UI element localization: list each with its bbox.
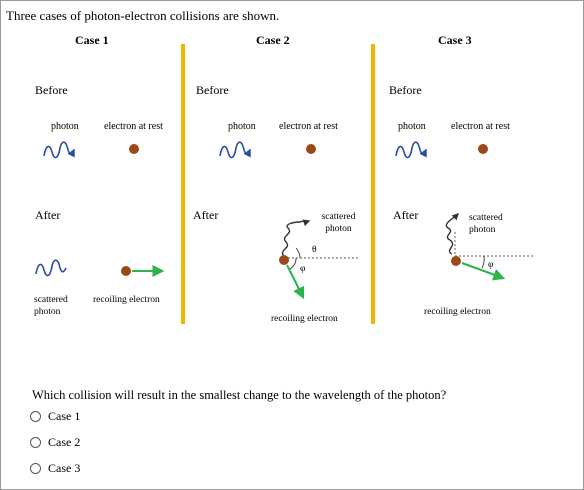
case-3-incident-photon-icon: [395, 141, 427, 159]
case-2-before-label: Before: [196, 83, 229, 97]
case-2-electron-label: electron at rest: [279, 121, 338, 132]
case-1-recoil-electron-icon: [121, 266, 131, 276]
prompt-text: Three cases of photon-electron collision…: [6, 8, 280, 23]
case-3-phi-label: φ: [488, 260, 494, 270]
option-case-3-label: Case 3: [48, 461, 81, 475]
case-2-title: Case 2: [256, 33, 290, 47]
case-3-recoil-label: recoiling electron: [424, 307, 491, 317]
option-case-1-radio[interactable]: [30, 411, 41, 422]
case-2-theta-arc: [295, 247, 301, 259]
case-2-recoil-label: recoiling electron: [271, 314, 338, 324]
case-3-electron-at-rest-icon: [478, 144, 488, 154]
option-case-1[interactable]: Case 1: [30, 409, 80, 424]
option-case-3-radio[interactable]: [30, 463, 41, 474]
case-3-electron-label: electron at rest: [451, 121, 510, 132]
case-2-phi-label: φ: [300, 264, 306, 274]
case-3-scattered-photon-label: scattered photon: [469, 213, 503, 235]
case-2-recoil-electron-icon: [279, 255, 289, 265]
case-3-before-label: Before: [389, 83, 422, 97]
case-2-recoil-arrow: [286, 264, 305, 300]
case-1-after-label: After: [35, 208, 61, 222]
case-2-incident-photon-icon: [219, 141, 251, 159]
case-3-recoil-arrow: [461, 262, 506, 281]
option-case-2-radio[interactable]: [30, 437, 41, 448]
case-1-scattered-photon-label: scattered photon: [34, 295, 68, 317]
case-3-title: Case 3: [438, 33, 472, 47]
case-1-title: Case 1: [75, 33, 109, 47]
case-1-scattered-photon-icon: [35, 259, 67, 277]
case-3-photon-label: photon: [398, 121, 426, 132]
case-2-theta-label: θ: [312, 245, 317, 255]
case-2-after-label: After: [193, 208, 219, 222]
case-2-phi-arc: [289, 257, 297, 270]
case-3-scattered-photon-icon: [445, 213, 459, 255]
option-case-3[interactable]: Case 3: [30, 461, 80, 476]
case-3-phi-arc: [481, 255, 485, 269]
question-text: Which collision will result in the small…: [32, 388, 447, 402]
option-case-1-label: Case 1: [48, 409, 81, 423]
case-2-scattered-photon-label: scattered photon: [321, 212, 356, 234]
option-case-2[interactable]: Case 2: [30, 435, 80, 450]
case-2-electron-at-rest-icon: [306, 144, 316, 154]
case-1-electron-at-rest-icon: [129, 144, 139, 154]
case-1-before-label: Before: [35, 83, 68, 97]
case-3-after-label: After: [393, 208, 419, 222]
case-2-scattered-photon-icon: [281, 219, 311, 257]
case-3-recoil-electron-icon: [451, 256, 461, 266]
case-1-recoil-label: recoiling electron: [93, 295, 160, 305]
case-1-electron-label: electron at rest: [104, 121, 163, 132]
case-1-photon-label: photon: [51, 121, 79, 132]
option-case-2-label: Case 2: [48, 435, 81, 449]
case-1-incident-photon-icon: [43, 141, 75, 159]
case-2-photon-label: photon: [228, 121, 256, 132]
